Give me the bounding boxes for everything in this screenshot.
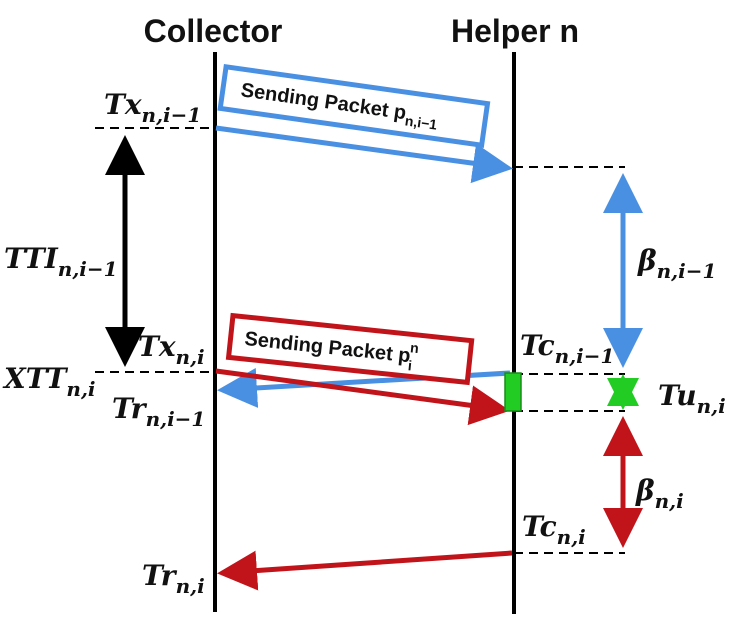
tc-prev-label: Tcn,i−1	[520, 329, 614, 368]
beta-prev-label: βn,i−1	[637, 244, 716, 283]
xtt-label: XTTn,i	[2, 362, 96, 401]
tx-prev-label: Txn,i−1	[104, 88, 201, 127]
tr-cur-label: Trn,i	[142, 559, 205, 598]
blue-packet-arrow	[215, 125, 513, 184]
processing-block	[504, 372, 522, 412]
helper-header: Helper n	[451, 13, 579, 49]
collector-header: Collector	[144, 13, 283, 49]
tu-label: Tun,i	[658, 379, 726, 418]
blue-packet-box: Sending Packet pn,i−1	[217, 64, 491, 148]
beta-cur-label: βn,i	[635, 474, 684, 513]
red-packet-box: Sending Packet pni	[225, 312, 475, 386]
tti-label: TTIn,i−1	[4, 242, 118, 281]
tr-prev-label: Trn,i−1	[112, 392, 205, 431]
dashed-guides	[95, 127, 625, 554]
red-return-arrow	[217, 550, 513, 591]
tx-cur-label: Txn,i	[138, 330, 205, 369]
red-packet-arrow	[215, 368, 510, 426]
tc-cur-label: Tcn,i	[522, 510, 586, 549]
